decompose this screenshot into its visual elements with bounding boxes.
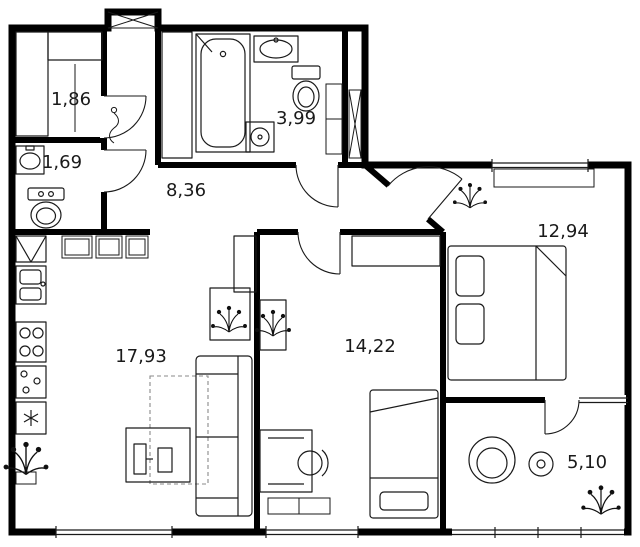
radiator-icon xyxy=(493,168,595,188)
pillow-icon xyxy=(455,255,485,297)
sink-icon xyxy=(253,35,299,63)
desk-icon xyxy=(259,429,313,493)
coat-hook-icon xyxy=(109,106,119,144)
freezer-icon xyxy=(15,401,47,435)
room-balcony-fixtures xyxy=(468,436,621,515)
table-icon xyxy=(209,287,251,341)
room-label-closet: 1,86 xyxy=(51,89,91,110)
pillow-icon xyxy=(455,303,485,345)
desk-icon xyxy=(125,427,191,483)
window-bedroom-2 xyxy=(265,526,359,538)
shelf-icon xyxy=(47,31,103,61)
room-label-living-kitchen: 17,93 xyxy=(115,346,167,367)
room-label-balcony: 5,10 xyxy=(567,452,607,473)
room-hallway-fixtures xyxy=(107,11,159,144)
sofa-icon xyxy=(195,355,253,517)
double-bed-icon xyxy=(447,245,567,381)
side-table-icon xyxy=(528,451,554,477)
room-label-bedroom-2: 14,22 xyxy=(344,336,396,357)
bathtub-icon xyxy=(195,33,251,153)
tv-stand-icon xyxy=(267,497,331,515)
room-label-wc: 1,69 xyxy=(42,152,82,173)
window-bedroom-1 xyxy=(491,159,589,172)
room-wc-fixtures xyxy=(15,145,65,229)
keyboard-icon xyxy=(157,447,173,473)
window-living xyxy=(55,526,173,538)
upper-cabinets-icon xyxy=(61,235,149,259)
round-chair-icon xyxy=(468,436,516,484)
duct-shaft-icon xyxy=(107,11,159,29)
toilet-icon xyxy=(291,65,321,112)
room-bedroom-2-fixtures xyxy=(255,235,441,519)
counter-module-icon xyxy=(15,365,47,399)
balcony-glazing xyxy=(452,527,624,538)
door-bathroom xyxy=(295,164,339,208)
pillow-icon xyxy=(379,491,429,511)
room-bedroom-1-fixtures xyxy=(447,168,595,381)
door-closet xyxy=(103,95,147,139)
washing-machine-icon xyxy=(245,121,275,153)
plant-icon xyxy=(255,309,291,337)
sink-icon xyxy=(15,145,45,175)
room-label-hallway: 8,36 xyxy=(166,180,206,201)
dresser-icon xyxy=(259,299,287,351)
windows xyxy=(55,159,628,538)
plant-icon xyxy=(581,485,621,515)
doors xyxy=(103,95,580,435)
tall-cabinet-icon xyxy=(233,235,257,293)
room-bathroom-fixtures xyxy=(161,31,362,159)
room-label-bedroom-1: 12,94 xyxy=(537,221,589,242)
refrigerator-icon xyxy=(15,235,47,263)
plant-icon xyxy=(452,183,488,209)
snowflake-icon xyxy=(23,410,39,426)
monitor-icon xyxy=(133,443,147,475)
door-bedroom-2 xyxy=(297,231,341,275)
chair-icon xyxy=(297,449,329,477)
rug xyxy=(149,375,209,485)
shelving-icon xyxy=(15,31,49,137)
shelving-icon xyxy=(161,31,193,159)
wardrobe-icon xyxy=(351,235,441,267)
cabinet-icon xyxy=(325,83,343,155)
single-bed-icon xyxy=(369,389,439,519)
duct-shaft-icon xyxy=(348,89,362,159)
kitchen-sink-icon xyxy=(15,265,47,305)
plant-icon xyxy=(211,305,247,333)
room-label-bathroom: 3,99 xyxy=(276,108,316,129)
room-living-fixtures xyxy=(3,235,257,517)
door-bedroom-1 xyxy=(387,166,463,220)
window-balcony-door-side xyxy=(579,397,628,404)
cooktop-icon xyxy=(15,321,47,363)
door-balcony xyxy=(544,399,580,435)
walls xyxy=(8,8,632,536)
toilet-icon xyxy=(27,187,65,229)
room-labels: 1,86 1,69 8,36 3,99 12,94 17,93 14,22 5,… xyxy=(42,89,607,473)
room-closet-fixtures xyxy=(15,31,103,137)
door-wc xyxy=(103,149,147,193)
